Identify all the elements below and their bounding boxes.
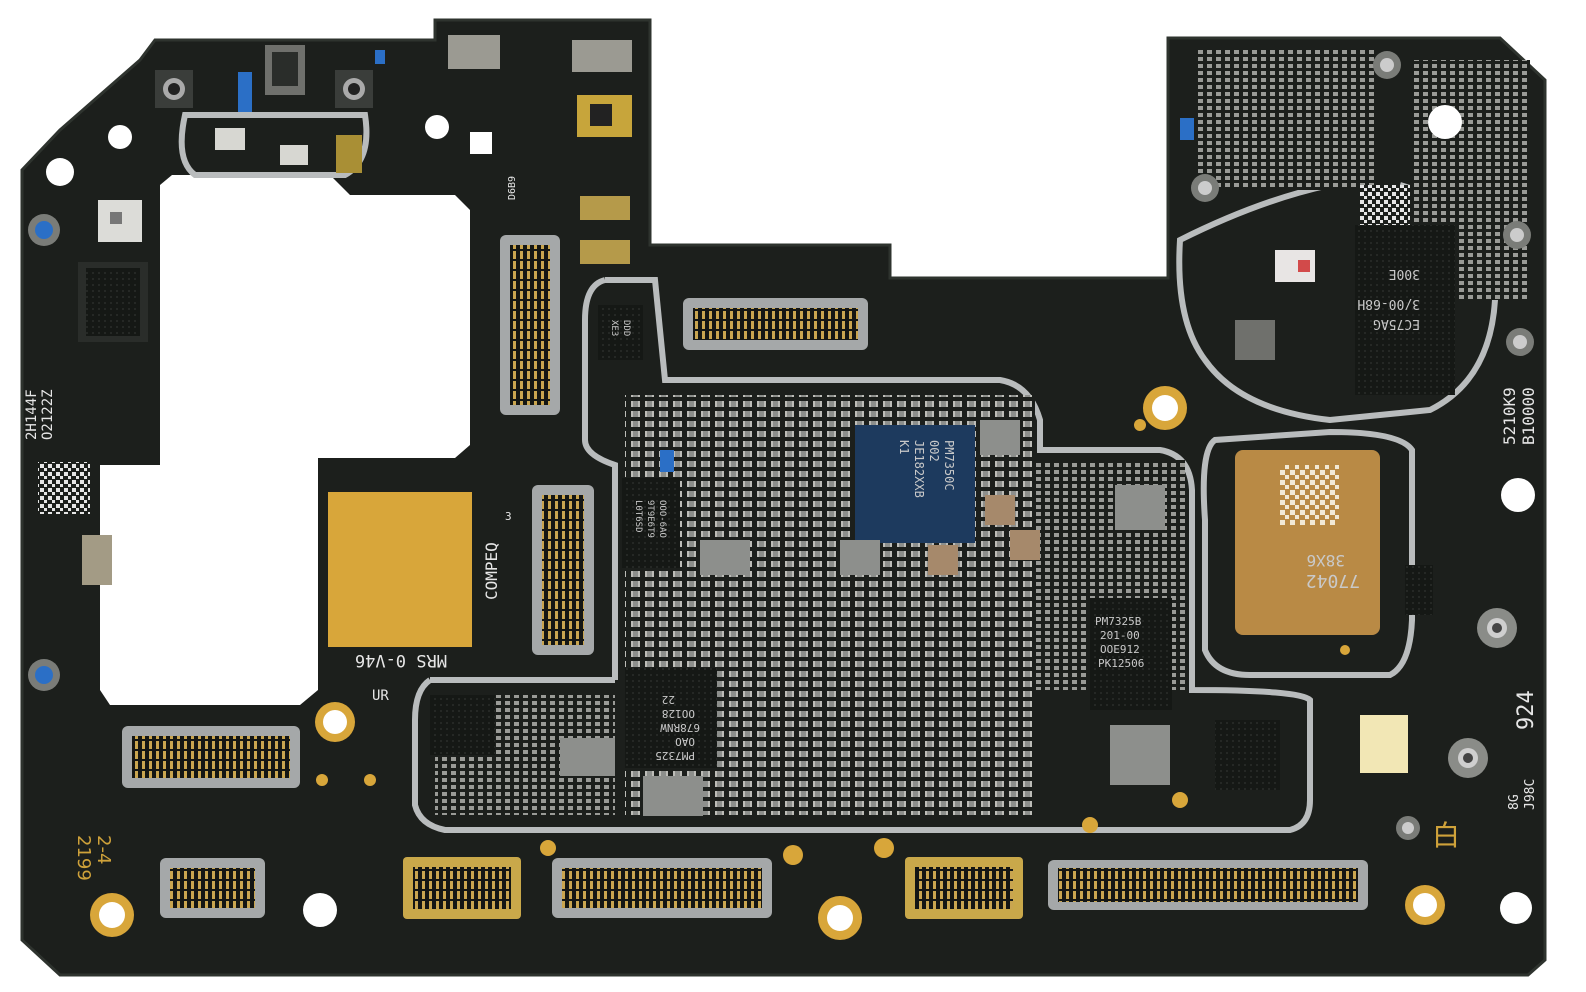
- silk-logo: COMPEQ: [482, 542, 501, 600]
- silk-bottom-left-1: 2199: [73, 835, 94, 881]
- svg-text:XE3: XE3: [609, 320, 619, 336]
- silk-left-vertical-1: 2H144F: [24, 389, 40, 440]
- silk-small-code: D6B9: [507, 176, 518, 200]
- svg-text:OO128: OO128: [662, 707, 695, 720]
- silk-rating: MRS 0-V46: [355, 650, 447, 670]
- silk-right-vertical-2: B10000: [1519, 387, 1538, 445]
- silk-right-code-2: J98C: [1523, 779, 1538, 810]
- svg-text:EC75AG: EC75AG: [1373, 316, 1420, 331]
- mounting-holes: [90, 105, 1535, 940]
- svg-text:201-00: 201-00: [1100, 629, 1140, 642]
- svg-text:9T9E6T9: 9T9E6T9: [645, 500, 655, 538]
- svg-text:PM7325B: PM7325B: [1095, 615, 1142, 628]
- svg-text:3/00-68H: 3/00-68H: [1357, 296, 1420, 311]
- rf-connectors-right: [1191, 51, 1534, 840]
- svg-text:OOE912: OOE912: [1100, 643, 1140, 656]
- board-cutout: [100, 175, 470, 705]
- svg-text:OAO: OAO: [675, 735, 695, 748]
- top-left-components: [28, 35, 632, 691]
- silk-logo-sup: 3: [505, 510, 512, 523]
- svg-text:K1: K1: [897, 440, 911, 454]
- svg-text:PM7350C: PM7350C: [942, 440, 956, 491]
- svg-text:PM7325: PM7325: [655, 749, 695, 762]
- silk-ul: UR: [372, 688, 389, 704]
- chip-soc-gold: 77042 38X6: [1235, 450, 1380, 635]
- svg-text:L0T6SD: L0T6SD: [633, 500, 643, 533]
- chip-pm7325: PM7325 OAO 678RNW OO128 22: [625, 668, 717, 768]
- chip-misc-left: L0T6SD 9T9E6T9 OOO-6AO: [622, 478, 680, 568]
- chip-pmic-main: PM7350C 002 JE182XXB K1: [855, 425, 975, 543]
- svg-text:22: 22: [662, 693, 675, 706]
- svg-text:OOO-6AO: OOO-6AO: [657, 500, 667, 538]
- shield-frames: [412, 182, 1499, 833]
- silk-bottom-left-2: 2-4: [93, 835, 114, 864]
- svg-text:77042: 77042: [1306, 570, 1360, 591]
- svg-text:PK12506: PK12506: [1098, 657, 1144, 670]
- svg-text:DDD: DDD: [621, 320, 631, 336]
- svg-text:JE182XXB: JE182XXB: [912, 440, 926, 498]
- svg-text:002: 002: [927, 440, 941, 462]
- silk-right-code-1: 8G: [1507, 794, 1522, 810]
- chip-misc-small: XE3 DDD: [598, 305, 643, 360]
- svg-text:300E: 300E: [1389, 266, 1420, 281]
- silk-right-glyph: 白: [1432, 819, 1460, 852]
- datamatrix-code: [38, 462, 90, 514]
- svg-text:38X6: 38X6: [1306, 551, 1345, 570]
- svg-text:678RNW: 678RNW: [660, 721, 700, 734]
- gold-pad: [328, 492, 472, 647]
- silk-right-vertical-1: 5210K9: [1500, 387, 1519, 445]
- silk-right-number: 924: [1514, 690, 1539, 730]
- board-connectors: [122, 196, 1368, 919]
- chip-pm7325b: PM7325B 201-00 OOE912 PK12506: [1090, 598, 1172, 710]
- chip-memory: EC75AG 3/00-68H 300E: [1355, 185, 1455, 395]
- silk-left-vertical-2: O2122Z: [40, 389, 56, 440]
